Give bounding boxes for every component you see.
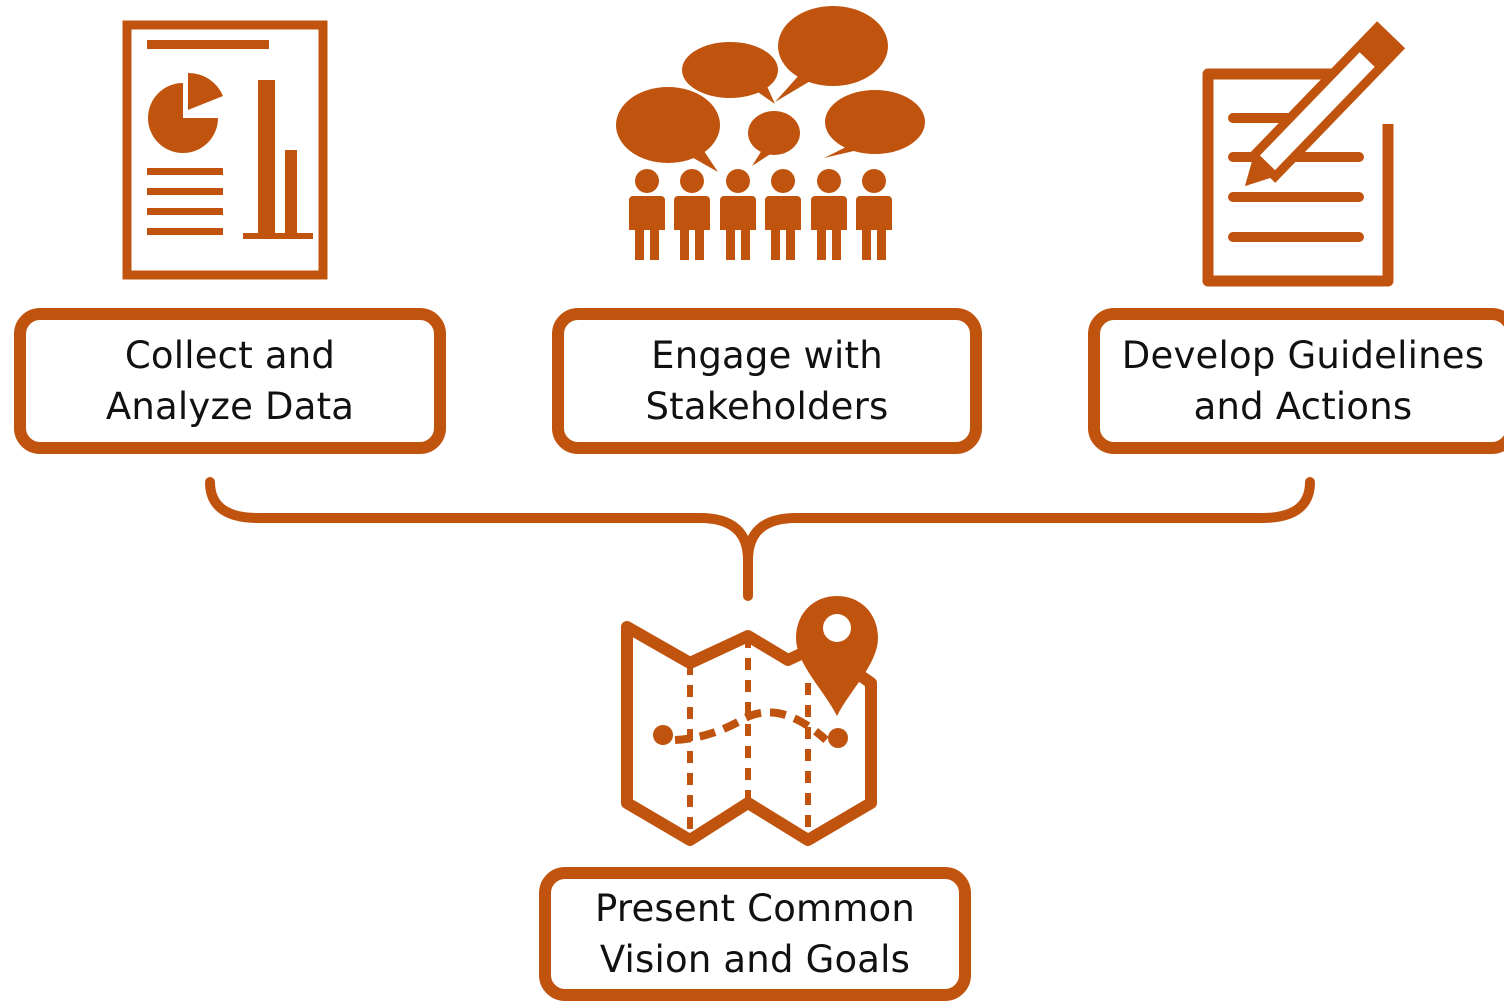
map-pin-icon — [621, 596, 878, 846]
bracket-connector — [205, 477, 1315, 601]
report-chart-icon — [122, 20, 328, 280]
document-pencil-icon — [1202, 21, 1406, 287]
step-box-collect: Collect and Analyze Data — [14, 308, 446, 454]
step-box-develop: Develop Guidelines and Actions — [1088, 308, 1504, 454]
outcome-label: Present Common Vision and Goals — [594, 887, 916, 981]
step-label-develop: Develop Guidelines and Actions — [1121, 334, 1485, 428]
step-box-engage: Engage with Stakeholders — [552, 308, 982, 454]
step-label-collect: Collect and Analyze Data — [105, 334, 355, 428]
step-label-engage: Engage with Stakeholders — [645, 334, 889, 428]
people-discussion-icon — [616, 6, 925, 260]
outcome-box-present: Present Common Vision and Goals — [539, 867, 971, 1001]
